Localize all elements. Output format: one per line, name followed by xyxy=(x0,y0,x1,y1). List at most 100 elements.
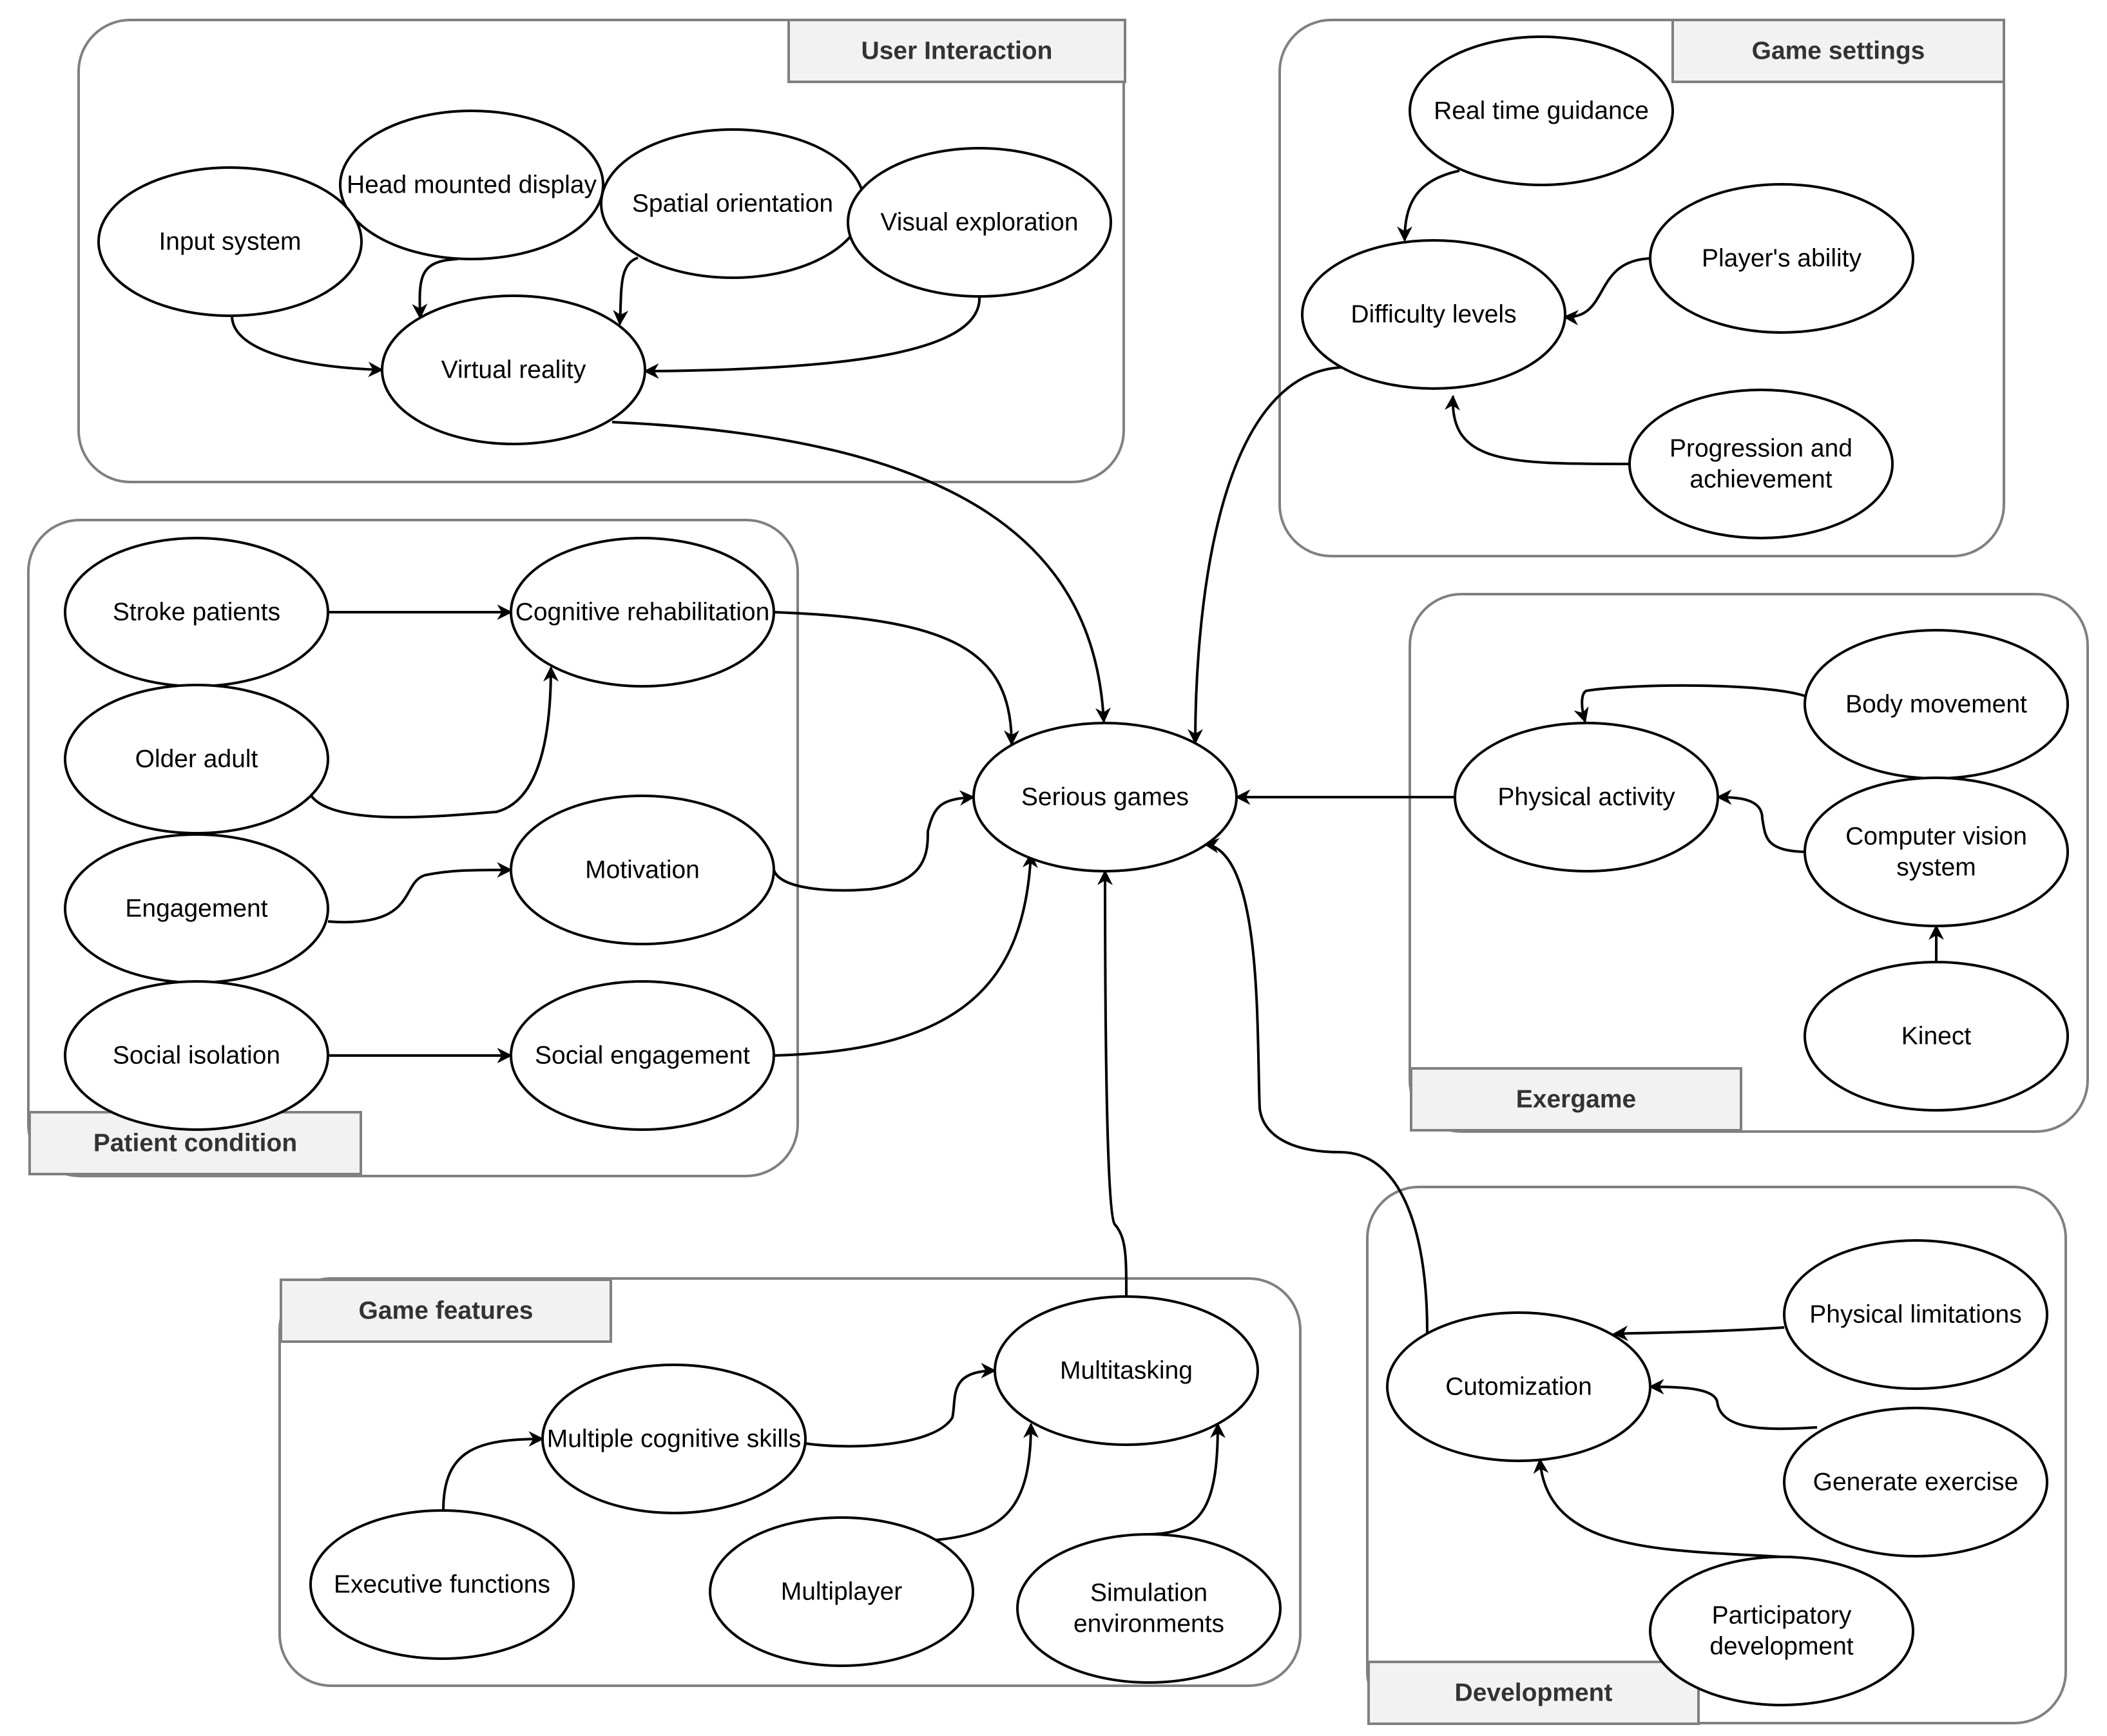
node-input-system: Input system xyxy=(97,166,363,317)
node-social-engagement: Social engagement xyxy=(510,980,775,1131)
node-label: Social engagement xyxy=(535,1042,750,1070)
edge-head-mounted-display-to-virtual-reality xyxy=(412,258,458,320)
node-simulation-environments: Simulation environments xyxy=(1016,1533,1282,1684)
node-shape xyxy=(381,294,646,445)
node-shape xyxy=(1783,1407,2048,1558)
node-label: Serious games xyxy=(1021,784,1189,811)
node-label: Body movement xyxy=(1845,691,2027,719)
edge-virtual-reality-to-serious-games xyxy=(611,421,1111,724)
node-shape xyxy=(1628,389,1894,539)
node-shape xyxy=(309,1509,575,1660)
group-label: User Interaction xyxy=(861,37,1053,65)
node-label: Simulation xyxy=(1090,1579,1207,1607)
node-shape xyxy=(1804,776,2069,927)
node-spatial-orientation: Spatial orientation xyxy=(600,128,865,279)
node-shape xyxy=(1301,239,1566,390)
node-cognitive-rehabilitation: Cognitive rehabilitation xyxy=(510,537,775,688)
node-head-mounted-display: Head mounted display xyxy=(339,110,604,260)
node-label: Multiplayer xyxy=(781,1578,903,1606)
edge-cutomization-to-serious-games xyxy=(1203,838,1429,1333)
node-label: achievement xyxy=(1689,466,1832,494)
node-shape xyxy=(1804,961,2069,1112)
node-label: Stroke patients xyxy=(113,599,280,626)
node-generate-exercise: Generate exercise xyxy=(1783,1407,2048,1558)
node-label: Multitasking xyxy=(1060,1357,1193,1385)
node-shape xyxy=(339,110,604,260)
node-shape xyxy=(510,795,775,945)
edge-visual-exploration-to-virtual-reality xyxy=(643,296,981,379)
edge-social-engagement-to-serious-games xyxy=(773,852,1038,1057)
edge-difficulty-levels-to-serious-games xyxy=(1188,366,1343,745)
node-physical-limitations: Physical limitations xyxy=(1783,1239,2048,1390)
node-multiplayer: Multiplayer xyxy=(709,1516,974,1667)
node-shape xyxy=(994,1295,1259,1446)
node-shape xyxy=(1783,1239,2048,1390)
node-stroke-patients: Stroke patients xyxy=(64,537,329,688)
node-progression-and-achievement: Progression and achievement xyxy=(1628,389,1894,539)
node-serious-games: Serious games xyxy=(972,722,1238,873)
node-shape xyxy=(1649,1556,1914,1706)
node-shape xyxy=(847,147,1112,298)
node-kinect: Kinect xyxy=(1804,961,2069,1112)
node-multiple-cognitive-skills: Multiple cognitive skills xyxy=(541,1364,807,1514)
node-multitasking: Multitasking xyxy=(994,1295,1259,1446)
node-label: Player's ability xyxy=(1702,245,1862,273)
group-label: Game settings xyxy=(1752,37,1925,65)
node-label: Motivation xyxy=(585,856,700,884)
edge-body-movement-to-physical-activity xyxy=(1573,684,1805,724)
node-shape xyxy=(510,537,775,688)
node-shape xyxy=(709,1516,974,1667)
node-label: development xyxy=(1709,1633,1853,1661)
node-label: system xyxy=(1896,854,1976,882)
node-label: Older adult xyxy=(135,746,258,773)
node-label: Physical limitations xyxy=(1809,1301,2021,1329)
edge-generate-exercise-to-cutomization xyxy=(1648,1379,1818,1431)
node-label: Cutomization xyxy=(1445,1373,1592,1401)
node-label: Input system xyxy=(159,228,301,256)
node-engagement: Engagement xyxy=(64,833,329,984)
node-body-movement: Body movement xyxy=(1804,629,2069,780)
node-label: Virtual reality xyxy=(441,356,586,384)
edge-older-adult-to-cognitive-rehabilitation xyxy=(310,666,559,819)
edges-layer xyxy=(231,169,1944,1558)
group-tab xyxy=(1367,1661,1700,1725)
node-label: Computer vision xyxy=(1845,823,2027,851)
node-label: Cognitive rehabilitation xyxy=(515,599,770,626)
group-label: Patient condition xyxy=(93,1130,297,1157)
node-label: Real time guidance xyxy=(1434,97,1649,125)
edge-input-system-to-virtual-reality xyxy=(231,315,384,378)
node-motivation: Motivation xyxy=(510,795,775,945)
node-real-time-guidance: Real time guidance xyxy=(1409,35,1674,186)
edge-simulation-environments-to-multitasking xyxy=(1148,1422,1226,1536)
edge-engagement-to-motivation xyxy=(327,862,513,923)
edge-multitasking-to-serious-games xyxy=(1097,869,1128,1297)
node-older-adult: Older adult xyxy=(64,684,329,834)
group-tab xyxy=(787,19,1126,83)
group-label: Development xyxy=(1455,1679,1613,1707)
node-label: Participatory xyxy=(1712,1602,1852,1630)
node-label: Generate exercise xyxy=(1813,1469,2019,1496)
node-physical-activity: Physical activity xyxy=(1454,722,1719,873)
node-label: Executive functions xyxy=(334,1571,550,1599)
node-label: Progression and xyxy=(1669,435,1852,463)
node-players-ability: Player's ability xyxy=(1649,183,1914,334)
node-label: environments xyxy=(1073,1610,1224,1638)
node-social-isolation: Social isolation xyxy=(64,980,329,1131)
node-shape xyxy=(972,722,1238,873)
node-executive-functions: Executive functions xyxy=(309,1509,575,1660)
node-cutomization: Cutomization xyxy=(1386,1311,1651,1462)
edge-real-time-guidance-to-difficulty-levels xyxy=(1397,169,1460,242)
edge-physical-limitations-to-cutomization xyxy=(1612,1326,1785,1342)
edge-players-ability-to-difficulty-levels xyxy=(1563,257,1651,325)
edge-multiple-cognitive-skills-to-multitasking xyxy=(805,1363,997,1448)
node-shape xyxy=(97,166,363,317)
group-label: Game features xyxy=(359,1297,534,1325)
group-tab xyxy=(1671,19,2005,83)
node-label: Engagement xyxy=(125,895,267,923)
node-label: Spatial orientation xyxy=(632,190,833,218)
node-visual-exploration: Visual exploration xyxy=(847,147,1112,298)
node-shape xyxy=(1016,1533,1282,1684)
node-label: Visual exploration xyxy=(880,209,1078,236)
